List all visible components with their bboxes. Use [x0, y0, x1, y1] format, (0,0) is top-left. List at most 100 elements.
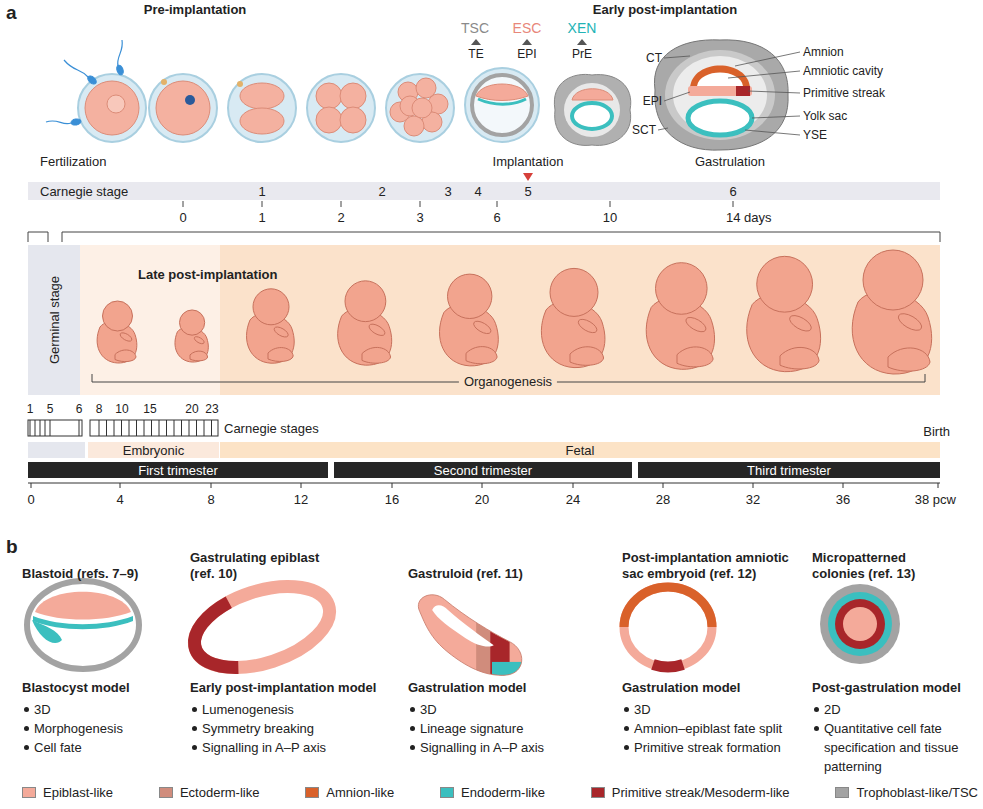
trimester-bar: Third trimester	[638, 462, 940, 478]
carnegie-stage-ticks	[129, 420, 130, 436]
structure-label: Yolk sac	[803, 109, 847, 123]
leader-lines	[745, 130, 800, 135]
period-band: Fetal	[220, 442, 940, 458]
time-axis	[28, 483, 940, 484]
band-label: Fetal	[566, 444, 595, 457]
band-label: First trimester	[138, 464, 217, 477]
legend-swatch	[835, 787, 849, 798]
gastrulating-embryo	[736, 86, 750, 96]
legend-text: Amnion-like	[326, 785, 394, 801]
legend-swatch	[159, 787, 173, 798]
carnegie-stage-ticks	[211, 420, 212, 436]
lineage-label: EPI	[517, 47, 536, 61]
implantation-marker	[523, 173, 533, 181]
lineage-label: TE	[468, 47, 483, 61]
gastruloid-model	[418, 595, 521, 676]
gastrulating-embryo	[688, 86, 752, 96]
phase-heading: Pre-implantation	[144, 2, 247, 18]
structure-label: CT	[646, 51, 662, 65]
carnegie-stage-number: 15	[143, 402, 156, 416]
bullet-dot	[410, 707, 415, 712]
fetus-figure	[757, 256, 813, 312]
axis-tick-label: 38 pcw	[915, 492, 956, 508]
model-heading: Gastrulating epiblast (ref. 10)	[190, 548, 320, 582]
bullet-dot	[410, 726, 415, 731]
leader-lines	[664, 92, 690, 101]
bullet-item: Cell fate	[22, 738, 187, 757]
zoom-bracket	[28, 232, 48, 242]
micropatterned-colony-model	[843, 607, 877, 641]
lineage-arrowheads	[577, 39, 587, 45]
carnegie-stage-ticks	[99, 420, 100, 436]
stage-bands	[220, 245, 940, 395]
carnegie-stage-ticks	[181, 420, 182, 436]
bullet-item: Symmetry breaking	[190, 719, 405, 738]
two-cell-embryo	[228, 74, 296, 142]
carnegie-stage-ticks	[136, 420, 137, 436]
sperm	[118, 40, 123, 66]
bullet-item: Morphogenesis	[22, 719, 187, 738]
fertilization-egg	[78, 74, 146, 142]
morula	[386, 74, 454, 142]
carnegie-stage-number: 8	[96, 402, 103, 416]
fetus-figure	[570, 347, 604, 366]
carnegie-stage-ticks	[204, 420, 205, 436]
carnegie-stage-number: 10	[115, 402, 128, 416]
fetus-figure	[780, 347, 819, 369]
bullet-dot	[814, 707, 819, 712]
bullet-dot	[24, 745, 29, 750]
legend-swatch	[591, 787, 605, 798]
blastocyst	[476, 84, 528, 101]
blastocyst	[478, 99, 526, 104]
fetus-figure	[852, 250, 931, 374]
fetus-figure	[175, 310, 208, 362]
carnegie-stage-ticks	[189, 420, 190, 436]
carnegie-stage-ticks	[35, 420, 36, 436]
band-label: Third trimester	[747, 464, 831, 477]
bullet-dot	[192, 745, 197, 750]
period-region: Late post-implantationOrganogenesis	[80, 245, 940, 395]
bullet-dot	[624, 707, 629, 712]
legend-swatch	[305, 787, 319, 798]
stem-cell-label: ESC	[513, 20, 542, 37]
legend-entry: Ectoderm-like	[159, 785, 259, 801]
carnegie-stage-number: 6	[76, 402, 83, 416]
fetus-figure	[268, 348, 293, 362]
model-heading: Blastoid (refs. 7–9)	[22, 548, 187, 582]
carnegie-stage-number: 20	[185, 402, 198, 416]
model-column: Micropatterned colonies (ref. 13)Post-ga…	[812, 548, 977, 776]
amniotic-sac-embryoid-model	[653, 665, 683, 667]
carnegie-stage-ticks	[159, 420, 160, 436]
bullet-dot	[192, 726, 197, 731]
legend-swatch	[22, 787, 36, 798]
carnegie-stage-ticks	[114, 420, 115, 436]
model-heading: Micropatterned colonies (ref. 13)	[812, 548, 942, 582]
bullet-dot	[624, 726, 629, 731]
fetus-figure	[677, 347, 713, 367]
blastocyst	[472, 75, 532, 135]
carnegie-stage-ticks	[30, 420, 31, 436]
day-number: 6	[493, 210, 500, 226]
implanting-embryo	[554, 74, 630, 145]
morula	[386, 74, 454, 142]
model-column: Gastrulating epiblast (ref. 10)Early pos…	[190, 548, 405, 757]
legend-text: Primitive streak/Mesoderm-like	[612, 785, 790, 801]
structure-label: SCT	[632, 123, 656, 137]
carnegie-stage-number: 6	[729, 184, 736, 200]
legend-entry: Amnion-like	[305, 785, 394, 801]
fertilization-egg	[85, 81, 139, 135]
carnegie-stage-number: 3	[444, 184, 451, 200]
carnegie-stage-number: 5	[524, 184, 531, 200]
stem-cell-label: TSC	[461, 20, 489, 37]
bullet-item: 3D	[408, 700, 613, 719]
day-ticks	[183, 201, 733, 207]
blastocyst	[465, 68, 539, 142]
implanting-embryo	[564, 83, 620, 137]
fetus-figure	[103, 301, 133, 331]
structure-label: YSE	[803, 128, 827, 142]
legend-text: Trophoblast-like/TSC	[856, 785, 978, 801]
axis-tick-label: 16	[385, 492, 399, 508]
trimester-bar: Second trimester	[334, 462, 632, 478]
two-cell-embryo	[228, 74, 296, 142]
four-cell-embryo	[307, 74, 375, 142]
